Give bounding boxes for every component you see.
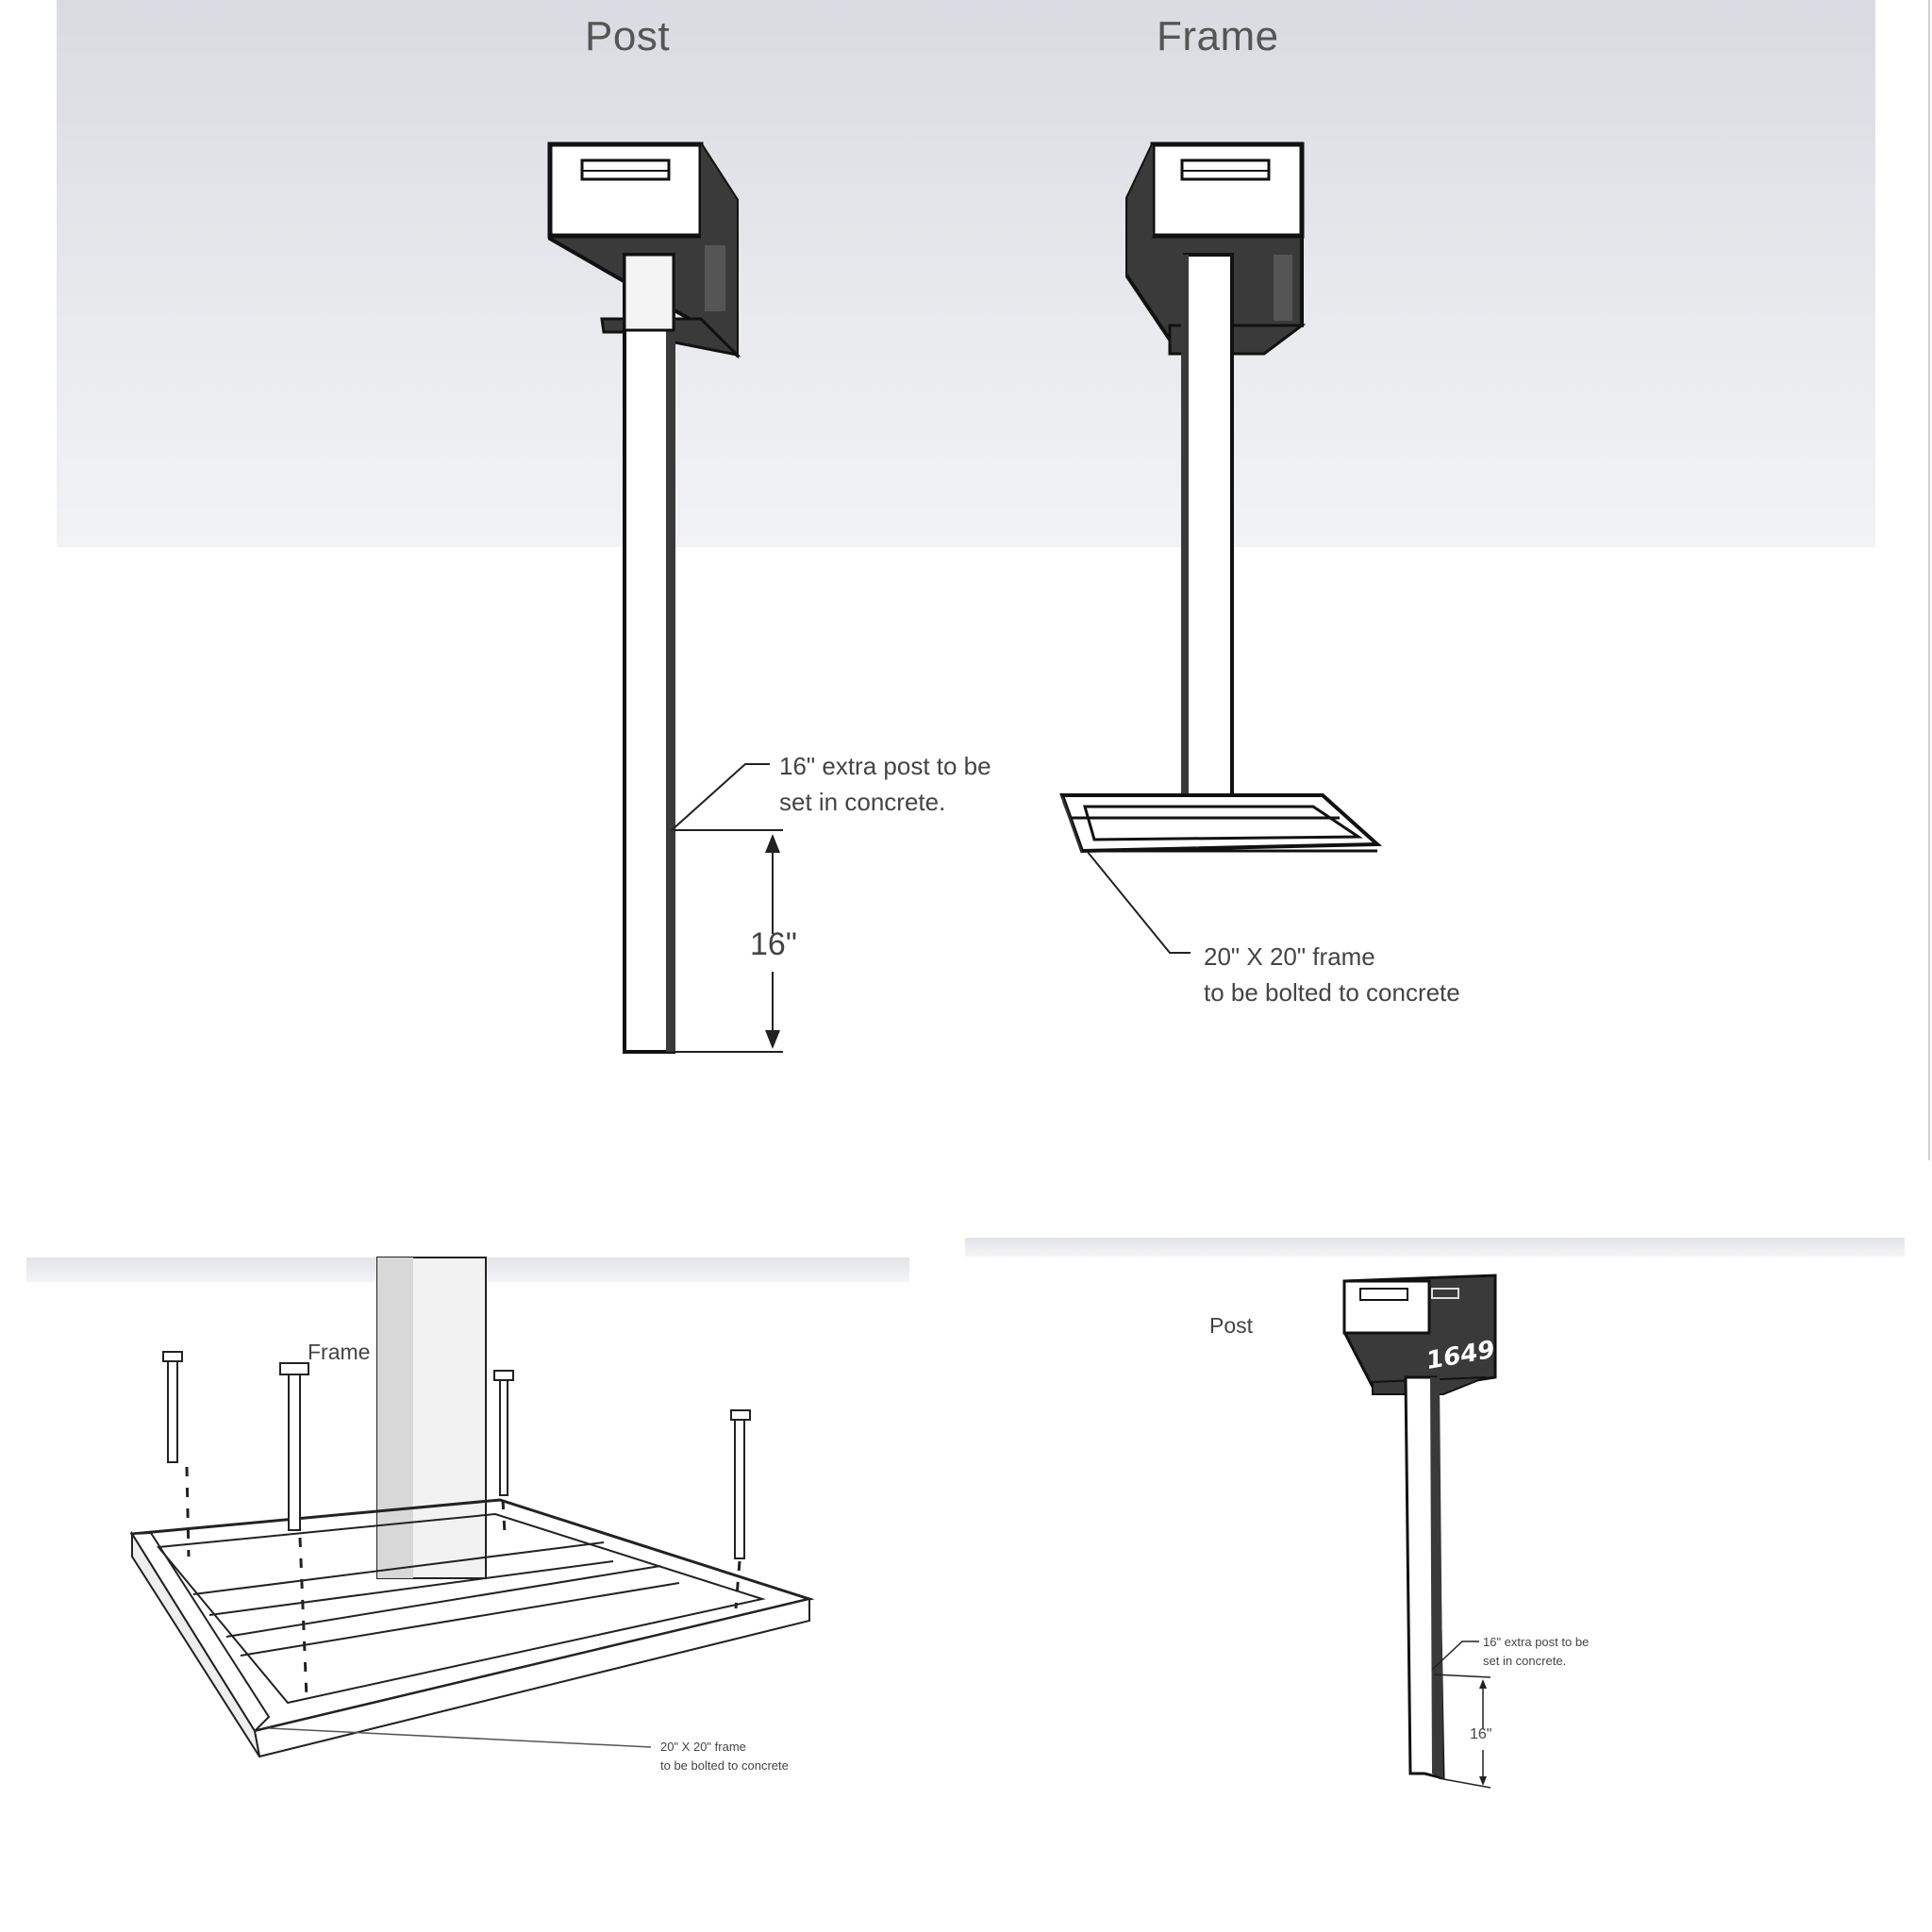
frame-mailbox-top-right xyxy=(1059,142,1383,954)
post-mailbox-bottom-right xyxy=(1342,1274,1497,1789)
post-dimension: 16" xyxy=(750,926,797,962)
post-mailbox-top-left xyxy=(547,142,783,1054)
right-edge-line xyxy=(1928,0,1930,1160)
frame-closeup-label: Frame xyxy=(308,1340,371,1364)
frame-note: 20" X 20" frame to be bolted to concrete xyxy=(1204,942,1460,1007)
top-backdrop xyxy=(57,0,1875,547)
frame-closeup-note: 20" X 20" frame to be bolted to concrete xyxy=(660,1740,789,1773)
post-perspective-note: 16" extra post to be set in concrete. xyxy=(1483,1635,1590,1668)
post-title: Post xyxy=(585,13,671,59)
post-perspective-label: Post xyxy=(1209,1313,1254,1338)
post-perspective-dimension: 16" xyxy=(1470,1726,1492,1742)
bottom-right-backdrop-strip xyxy=(965,1238,1905,1257)
frame-closeup-bottom-left xyxy=(129,1257,815,1758)
frame-title: Frame xyxy=(1157,13,1279,59)
post-note: 16" extra post to be set in concrete. xyxy=(779,752,991,816)
